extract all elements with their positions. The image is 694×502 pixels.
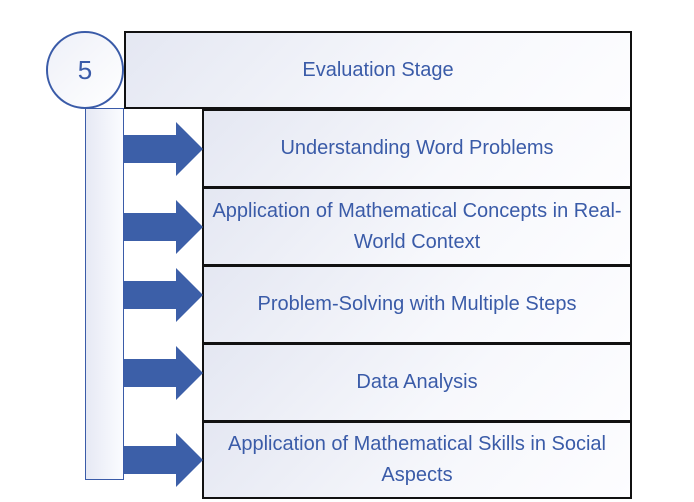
arrow-icon [124,346,203,400]
item-box: Application of Mathematical Skills in So… [202,421,632,499]
item-box: Data Analysis [202,343,632,422]
arrow-icon [124,268,203,322]
item-box: Problem-Solving with Multiple Steps [202,265,632,344]
stage-number-circle: 5 [46,31,124,109]
arrow-icon [124,200,203,254]
header-box: Evaluation Stage [124,31,632,109]
connector-bar [85,108,124,480]
arrow-icon [124,433,203,487]
arrow-icon [124,122,203,176]
